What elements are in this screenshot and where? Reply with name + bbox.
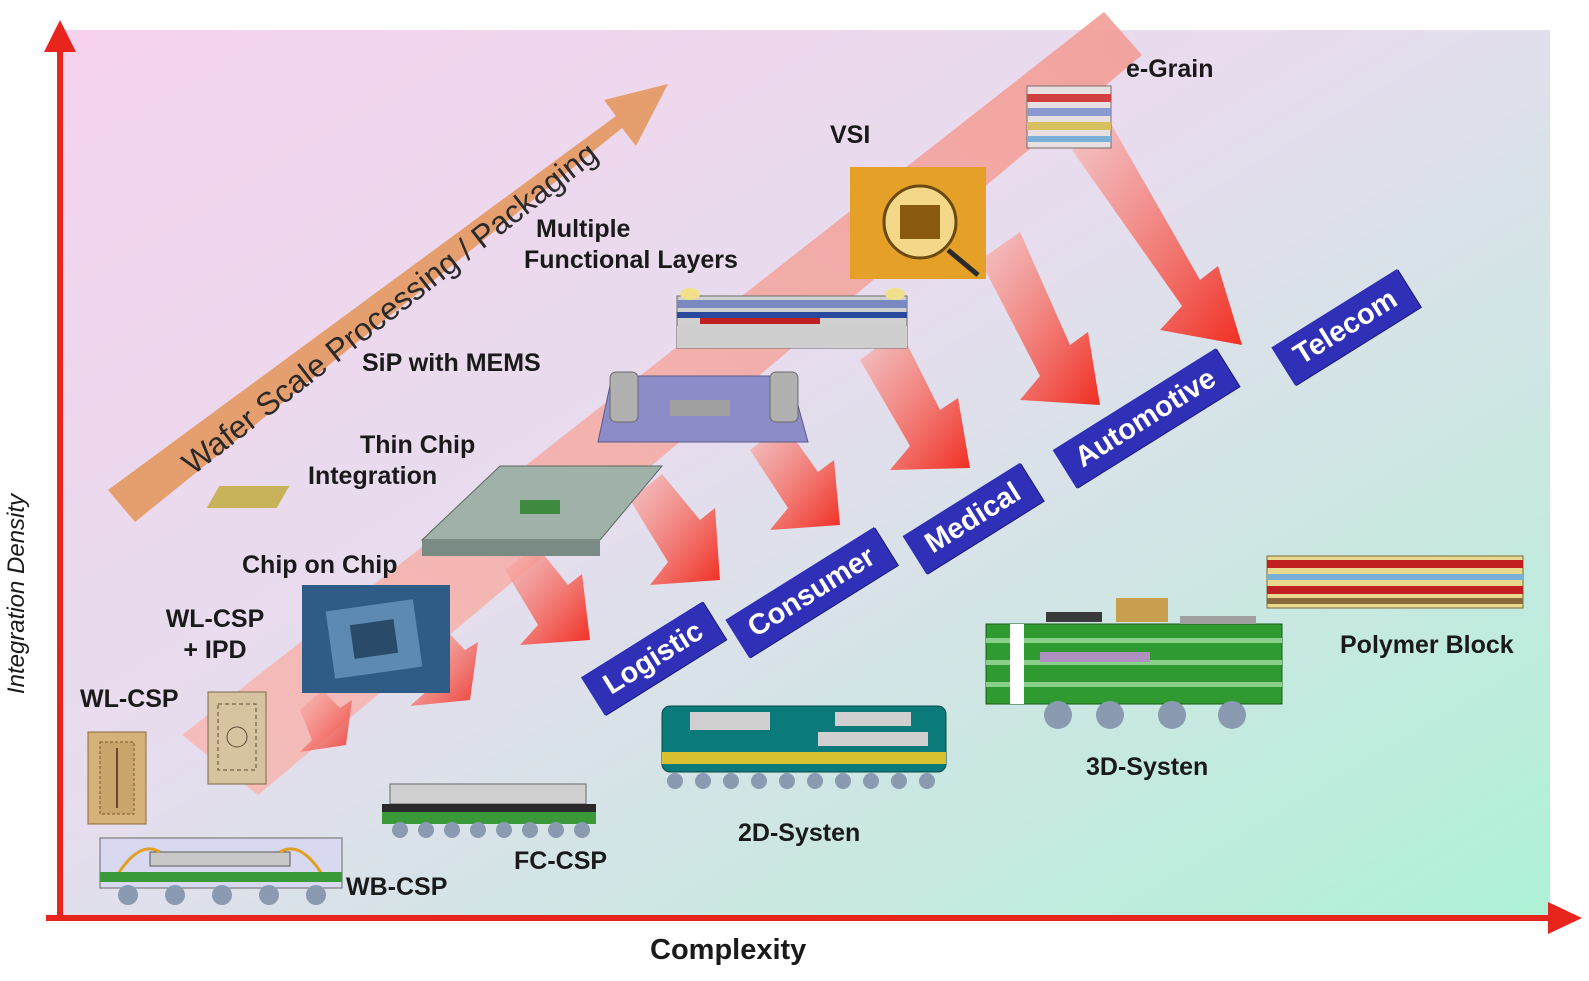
fc-csp-image [382, 783, 596, 838]
label-multiple-functional-layers: Multiple Functional Layers [524, 214, 738, 277]
label-wl-csp-ipd-line2: + IPD [183, 636, 247, 665]
label-3d-system: 3D-Systen [1086, 753, 1209, 781]
multiple-functional-layers-image [676, 288, 908, 349]
label-e-grain: e-Grain [1126, 55, 1214, 83]
label-thin-chip-line1: Thin Chip [360, 431, 476, 459]
label-chip-on-chip: Chip on Chip [242, 551, 398, 579]
flow-arrow [860, 330, 970, 470]
label-2d-system: 2D-Systen [738, 819, 861, 847]
flow-arrow [750, 424, 840, 530]
2d-system-image [661, 705, 947, 789]
thin-chip-image [206, 465, 664, 556]
label-fc-csp: FC-CSP [514, 847, 608, 875]
label-wl-csp-ipd-line1: WL-CSP [165, 605, 265, 633]
label-thin-chip-line2: Integration [308, 462, 438, 491]
vsi-image [850, 167, 986, 279]
polymer-block-image [1266, 555, 1524, 609]
flow-arrow [980, 232, 1100, 405]
x-axis-arrowhead [1548, 902, 1582, 934]
x-axis-label: Complexity [650, 934, 807, 966]
label-wl-csp: WL-CSP [80, 685, 179, 713]
label-wb-csp: WB-CSP [346, 873, 448, 901]
flow-arrow [300, 690, 352, 752]
sip-mems-image [597, 371, 809, 443]
chip-on-chip-image [302, 585, 450, 693]
trend-arrow [108, 84, 668, 522]
flow-arrow [1072, 122, 1242, 345]
flow-arrows [300, 122, 1242, 752]
label-sip-mems: SiP with MEMS [362, 349, 541, 377]
e-grain-image [1026, 85, 1112, 149]
label-thin-chip: Thin Chip Integration [308, 430, 475, 493]
label-vsi: VSI [830, 121, 871, 149]
label-mfl-line1: Multiple [536, 215, 631, 243]
y-axis-label: Integration Density [3, 493, 30, 695]
wb-csp-image [99, 837, 343, 905]
label-polymer-block: Polymer Block [1340, 631, 1514, 659]
axes [44, 20, 1582, 934]
y-axis-arrowhead [44, 20, 76, 52]
flow-arrow [505, 545, 590, 645]
3d-system-image [985, 598, 1283, 729]
wl-csp-ipd-image [207, 691, 267, 785]
wl-csp-image [87, 731, 147, 825]
flow-arrow [630, 474, 720, 585]
label-wl-csp-ipd: WL-CSP + IPD [160, 604, 270, 667]
label-mfl-line2: Functional Layers [524, 246, 738, 275]
